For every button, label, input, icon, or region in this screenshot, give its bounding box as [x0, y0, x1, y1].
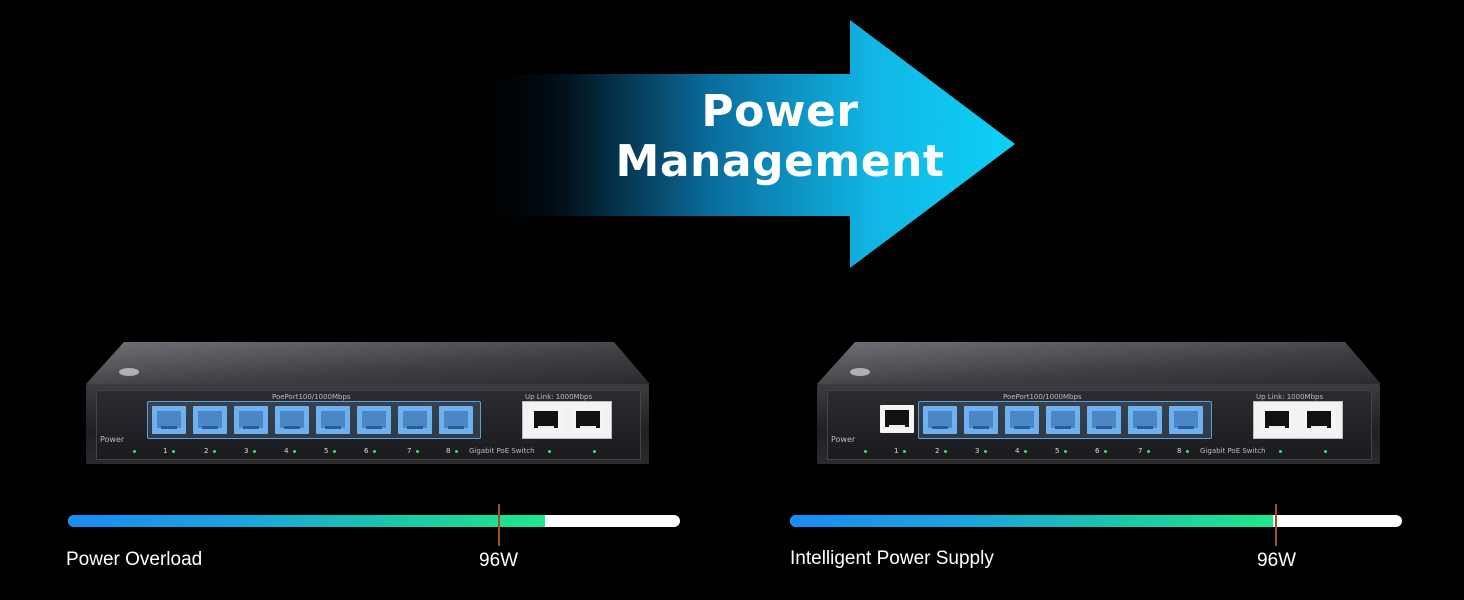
- marker-label-left: 96W: [479, 550, 519, 571]
- power-label: Power: [831, 435, 856, 444]
- marker-label-right: 96W: [1257, 550, 1297, 571]
- port-number: 3: [244, 447, 249, 455]
- model-label: Gigabit PoE Switch: [1200, 447, 1266, 455]
- power-led: [133, 450, 136, 453]
- poe-ports-label: PoePort100/1000Mbps: [272, 393, 351, 401]
- uplink-label: Up Link: 1000Mbps: [1256, 393, 1324, 401]
- poe-switch-left: PoePort100/1000Mbps Up Link: 1000Mbps Po…: [84, 340, 652, 470]
- caption-power-overload: Power Overload: [66, 549, 203, 570]
- port-led: [333, 450, 336, 453]
- port-number: 6: [1095, 447, 1100, 455]
- port-led: [293, 450, 296, 453]
- port-number: 7: [1138, 447, 1143, 455]
- port-led: [1024, 450, 1027, 453]
- port-led: [944, 450, 947, 453]
- poe-port-2: [193, 406, 227, 434]
- poe-port-4: [1005, 406, 1039, 434]
- poe-port-6: [1087, 406, 1121, 434]
- poe-port-3: [964, 406, 998, 434]
- uplink-led: [1324, 450, 1327, 453]
- power-led: [864, 450, 867, 453]
- caption-intelligent-power-supply: Intelligent Power Supply: [790, 548, 994, 569]
- port-led: [1064, 450, 1067, 453]
- model-label: Gigabit PoE Switch: [469, 447, 535, 455]
- poe-port-2: [923, 406, 957, 434]
- switch-top-cover: [86, 342, 650, 384]
- port-number: 4: [284, 447, 289, 455]
- poe-port-8: [1169, 406, 1203, 434]
- uplink-led: [593, 450, 596, 453]
- port-led: [416, 450, 419, 453]
- poe-switch-right: PoePort100/1000Mbps Up Link: 1000Mbps Po…: [815, 340, 1383, 470]
- port-led: [172, 450, 175, 453]
- port-number: 1: [894, 447, 899, 455]
- port-number: 2: [204, 447, 209, 455]
- poe-port-5: [1046, 406, 1080, 434]
- uplink-port-group: [1253, 401, 1343, 439]
- port-led: [213, 450, 216, 453]
- poe-port-group: [918, 401, 1212, 439]
- port-number: 3: [975, 447, 980, 455]
- poe-port-1-inactive: [880, 405, 914, 433]
- poe-port-group: [147, 401, 481, 439]
- power-bar-fill: [68, 515, 546, 527]
- port-led: [903, 450, 906, 453]
- port-number: 6: [364, 447, 369, 455]
- port-number: 8: [1177, 447, 1182, 455]
- uplink-port-1: [529, 406, 563, 434]
- power-bar-left: [68, 515, 680, 527]
- port-number: 5: [324, 447, 329, 455]
- power-label: Power: [100, 435, 125, 444]
- port-number: 5: [1055, 447, 1060, 455]
- power-management-arrow: [470, 20, 1015, 268]
- uplink-port-2: [571, 406, 605, 434]
- poe-port-7: [1128, 406, 1162, 434]
- port-led: [455, 450, 458, 453]
- poe-ports-label: PoePort100/1000Mbps: [1003, 393, 1082, 401]
- uplink-port-1: [1260, 406, 1294, 434]
- port-number: 4: [1015, 447, 1020, 455]
- port-led: [1186, 450, 1189, 453]
- port-led: [1147, 450, 1150, 453]
- power-bar-fill: [790, 515, 1274, 527]
- port-number: 1: [163, 447, 168, 455]
- headline-line1: Power: [701, 86, 859, 137]
- poe-port-6: [357, 406, 391, 434]
- port-number: 8: [446, 447, 451, 455]
- poe-port-5: [316, 406, 350, 434]
- poe-port-7: [398, 406, 432, 434]
- uplink-led: [1279, 450, 1282, 453]
- port-number: 2: [935, 447, 940, 455]
- poe-port-4: [275, 406, 309, 434]
- port-led: [984, 450, 987, 453]
- logo-icon: [850, 368, 870, 376]
- port-led: [1104, 450, 1107, 453]
- power-bar-right: [790, 515, 1402, 527]
- logo-icon: [119, 368, 139, 376]
- uplink-port-2: [1302, 406, 1336, 434]
- poe-port-3: [234, 406, 268, 434]
- uplink-label: Up Link: 1000Mbps: [525, 393, 593, 401]
- poe-port-1: [152, 406, 186, 434]
- power-limit-marker: [498, 504, 500, 546]
- switch-top-cover: [817, 342, 1381, 384]
- uplink-led: [548, 450, 551, 453]
- port-number: 7: [407, 447, 412, 455]
- poe-port-8: [439, 406, 473, 434]
- uplink-port-group: [522, 401, 612, 439]
- port-led: [253, 450, 256, 453]
- headline-line2: Management: [615, 136, 945, 187]
- port-led: [373, 450, 376, 453]
- power-limit-marker: [1275, 504, 1277, 546]
